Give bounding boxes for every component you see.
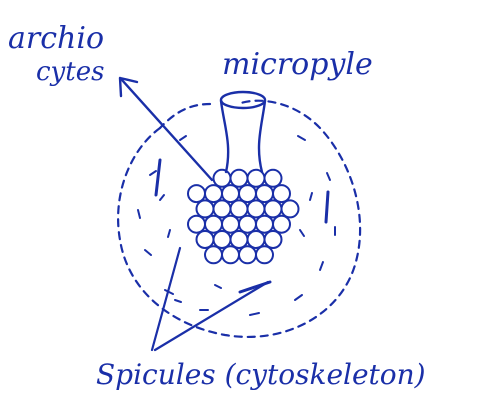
archeocyte-cell [248, 200, 265, 217]
archeocyte-cluster [188, 170, 299, 263]
archeocyte-cell [188, 185, 205, 202]
archeocyte-cell [188, 216, 205, 233]
archeocyte-cell [205, 185, 222, 202]
archeocyte-cell [214, 200, 231, 217]
arrow-archeocytes [120, 78, 212, 180]
archeocyte-cell [222, 246, 239, 263]
label-micropyle: micropyle [222, 47, 373, 82]
pointer-lines-spicules [152, 172, 268, 350]
label-archeocytes-line2: cytes [36, 57, 104, 87]
archeocyte-cell [265, 170, 282, 187]
archeocyte-cell [265, 231, 282, 248]
spicules [156, 160, 328, 292]
micropyle-structure [221, 92, 265, 172]
archeocyte-cell [231, 231, 248, 248]
archeocyte-cell [256, 185, 273, 202]
tissue-texture [138, 136, 335, 315]
archeocyte-cell [214, 170, 231, 187]
archeocyte-cell [197, 200, 214, 217]
archeocyte-cell [265, 200, 282, 217]
archeocyte-cell [248, 231, 265, 248]
label-spicules: Spicules (cytoskeleton) [96, 358, 426, 391]
archeocyte-cell [273, 216, 290, 233]
archeocyte-cell [231, 170, 248, 187]
spicule-right [326, 192, 328, 222]
archeocyte-cell [197, 231, 214, 248]
archeocyte-cell [256, 246, 273, 263]
sponge-body-outline [118, 101, 360, 337]
archeocyte-cell [239, 216, 256, 233]
archeocyte-cell [239, 246, 256, 263]
archeocyte-cell [222, 185, 239, 202]
label-archeocytes-line1: archio [8, 21, 104, 56]
spicule-left [156, 160, 160, 195]
archeocyte-cell [282, 200, 299, 217]
archeocyte-cell [205, 216, 222, 233]
archeocyte-cell [256, 216, 273, 233]
archeocyte-cell [273, 185, 290, 202]
